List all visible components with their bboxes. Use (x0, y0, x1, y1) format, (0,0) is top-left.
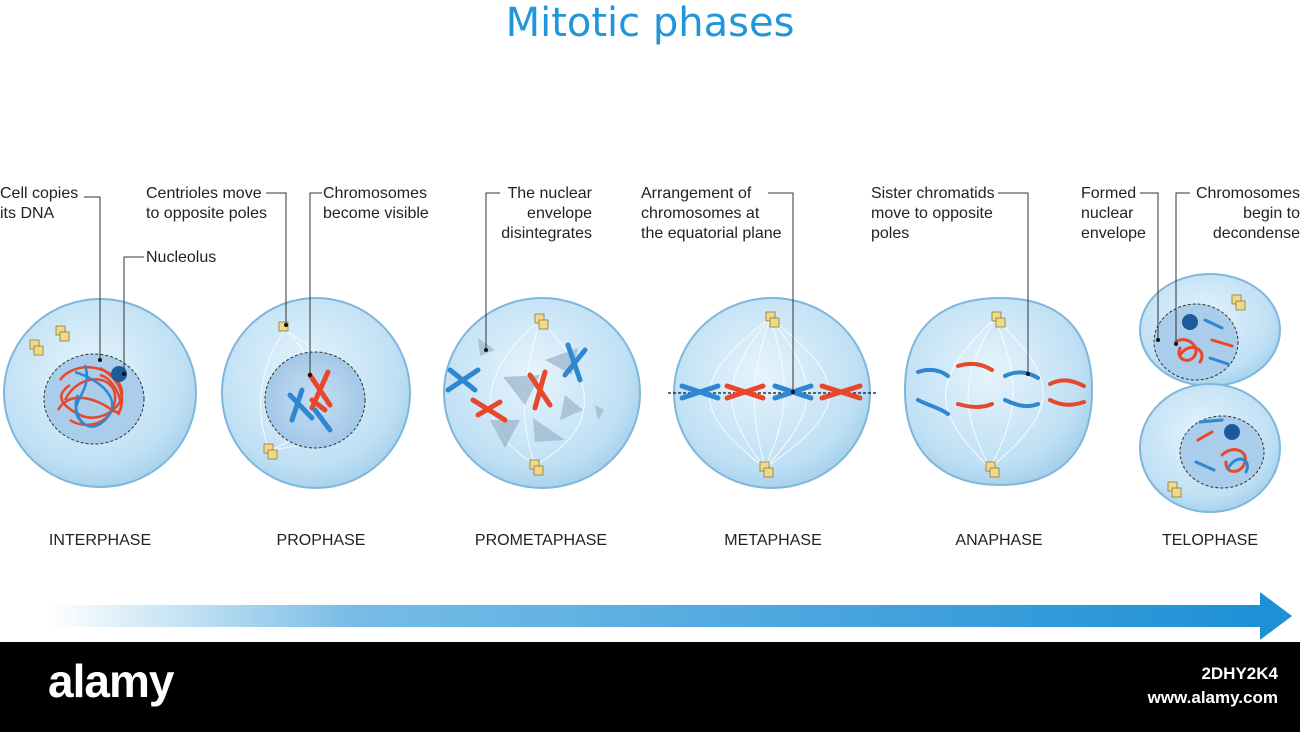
cell-metaphase (668, 297, 878, 489)
site-url: www.alamy.com (1147, 688, 1278, 707)
label-decondense: Chromosomes begin to decondense (1195, 185, 1300, 242)
centrioles (985, 311, 1006, 478)
diagram-title: Mitotic phases (505, 0, 795, 46)
watermark-footer (0, 642, 1300, 732)
brand-logo: alamy (48, 655, 174, 707)
image-code: 2DHY2K4 (1201, 664, 1278, 683)
cell-prometaphase (443, 297, 641, 489)
label-cell-copies-dna: Cell copies its DNA (0, 185, 79, 222)
centrioles (29, 325, 70, 356)
centrioles (263, 321, 289, 460)
label-arrangement: Arrangement of chromosomes at the equato… (641, 185, 782, 242)
centrioles (1167, 294, 1246, 498)
centrioles (759, 311, 780, 478)
nuclear-envelope-top (1153, 303, 1239, 381)
label-formed-envelope: Formed nuclear envelope (1081, 185, 1146, 242)
nuclear-envelope-bottom (1179, 415, 1265, 489)
label-envelope-disintegrates: The nuclear envelope disintegrates (501, 185, 592, 242)
label-nucleolus: Nucleolus (146, 249, 217, 266)
chromosomes (679, 383, 863, 401)
chromosomes (445, 342, 588, 423)
phase-label-interphase: INTERPHASE (48, 532, 152, 549)
chromatids (916, 361, 1086, 416)
centrioles (529, 313, 549, 476)
phase-label-prophase: PROPHASE (276, 532, 366, 549)
label-chromosomes-visible: Chromosomes become visible (323, 185, 429, 222)
phase-label-metaphase: METAPHASE (724, 532, 822, 549)
diagram-svg (3, 192, 1292, 640)
progression-arrow (50, 592, 1292, 640)
nucleolus-bottom (1224, 424, 1240, 440)
cell-anaphase (903, 296, 1094, 487)
cell-interphase (3, 298, 197, 488)
cell-telophase (1139, 273, 1281, 513)
chromosomes (287, 369, 333, 433)
phase-label-prometaphase: PROMETAPHASE (474, 532, 608, 549)
label-sister-chromatids: Sister chromatids move to opposite poles (871, 185, 995, 242)
leader-lines (84, 192, 1190, 392)
nucleolus-top (1182, 314, 1198, 330)
chromatin-tangle (56, 364, 124, 428)
phase-label-telophase: TELOPHASE (1161, 532, 1259, 549)
nucleolus (111, 366, 127, 382)
label-centrioles: Centrioles move to opposite poles (146, 185, 267, 222)
cell-prophase (221, 297, 411, 489)
diagram-stage: Mitotic phases (0, 0, 1300, 640)
phase-label-anaphase: ANAPHASE (955, 532, 1043, 549)
